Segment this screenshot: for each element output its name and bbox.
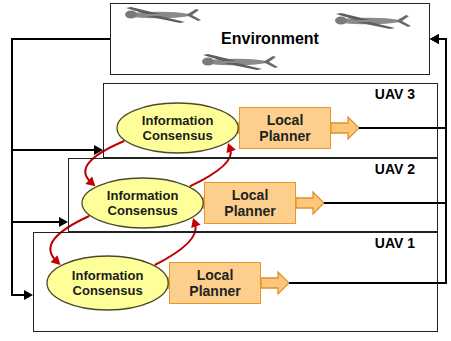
tail (186, 15, 201, 21)
consensus-label: Information Consensus (58, 268, 157, 298)
arrow-head (50, 255, 60, 265)
ellipse-shape (82, 178, 203, 228)
connector (12, 39, 110, 155)
uav-label: UAV 3 (104, 84, 437, 102)
connector-line (289, 39, 446, 283)
wing (126, 7, 160, 14)
tail (396, 15, 409, 21)
uav-picture (202, 54, 278, 70)
consensus-link (85, 141, 124, 182)
consensus-label: Information Consensus (128, 113, 227, 143)
arrow-head (85, 177, 95, 187)
uav-box: UAV 2 Information Consensus Local Planner (68, 158, 438, 232)
arrow-head (59, 217, 68, 227)
uav-picture (335, 13, 411, 29)
environment-box: Environment (110, 3, 430, 75)
consensus-link (190, 149, 231, 187)
uav-picture (125, 7, 201, 23)
uav-box: UAV 3 Information Consensus Local Planner (103, 83, 438, 158)
tail (263, 62, 278, 68)
wing (203, 54, 237, 61)
tail (396, 21, 411, 27)
arrow-head (430, 34, 439, 44)
consensus-link (50, 216, 89, 261)
consensus-ellipse: Information Consensus (81, 177, 204, 229)
tail (263, 56, 276, 62)
consensus-link (155, 224, 196, 265)
planner-box: Local Planner (204, 182, 296, 224)
flow-arrow (261, 272, 289, 294)
planner-label: Local Planner (244, 112, 326, 144)
connector-line (324, 39, 446, 203)
arrow-head (191, 218, 200, 228)
tail (186, 9, 199, 15)
consensus-label: Information Consensus (93, 188, 192, 218)
nose (125, 11, 137, 19)
planner-box: Local Planner (239, 107, 331, 149)
arrow-head (430, 34, 439, 44)
uav-label: UAV 1 (34, 233, 437, 251)
flow-arrow (331, 117, 359, 139)
ellipse-shape (117, 103, 238, 153)
wing (336, 13, 370, 20)
planner-label: Local Planner (174, 267, 256, 299)
wing (356, 22, 395, 29)
arrow-head (226, 143, 235, 153)
nose (202, 58, 214, 66)
planner-label: Local Planner (209, 187, 291, 219)
ellipse-shape (47, 256, 168, 310)
connector (261, 34, 446, 294)
consensus-ellipse: Information Consensus (116, 102, 239, 154)
uav-box: UAV 1 Information Consensus Local Planner (33, 232, 438, 332)
planner-box: Local Planner (169, 262, 261, 304)
arrow-head (24, 290, 33, 300)
wing (146, 16, 185, 23)
flow-arrow (296, 192, 324, 214)
consensus-ellipse: Information Consensus (46, 255, 169, 311)
connector-line (12, 39, 110, 150)
nose (335, 17, 347, 25)
wing (223, 63, 262, 70)
arrow-head (430, 34, 439, 44)
uav-label: UAV 2 (69, 159, 437, 177)
environment-label: Environment (221, 30, 319, 48)
